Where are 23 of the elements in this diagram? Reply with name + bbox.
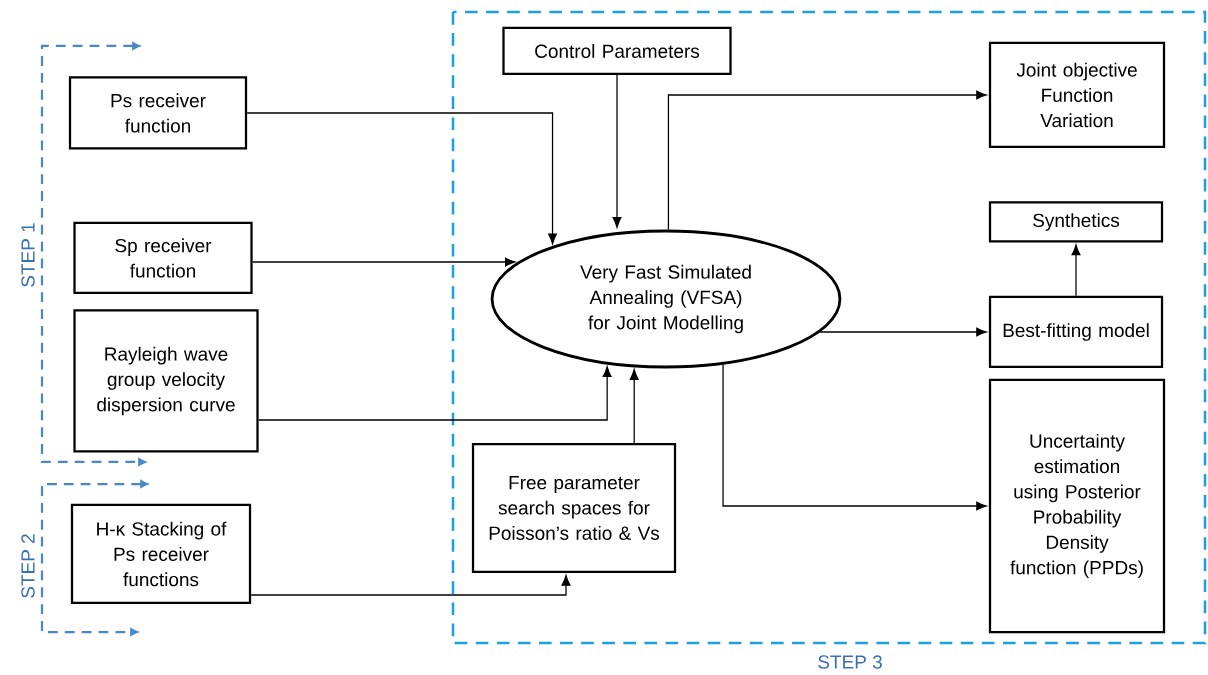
arrow <box>250 575 571 596</box>
process-box: Joint objective Function Variation <box>988 41 1166 149</box>
arrow <box>629 369 639 444</box>
process-box: Free parameter search spaces for Poisson’s ratio & Vs <box>471 442 677 574</box>
process-box: Sp receiver function <box>73 221 253 295</box>
arrow <box>246 112 557 245</box>
process-box: Best-fitting model <box>988 295 1164 369</box>
process-box: Uncertainty estimation using Posterior Probability Density function (PPDs) <box>988 378 1166 634</box>
step-label: STEP 3 <box>818 655 882 669</box>
process-box: Control Parameters <box>502 26 732 76</box>
process-box: H-κ Stacking of Ps receiver functions <box>70 503 252 605</box>
process-box: Ps receiver function <box>68 76 248 150</box>
arrow <box>258 366 612 421</box>
arrow <box>819 327 987 337</box>
arrow <box>1071 244 1081 297</box>
process-box: Rayleigh wave group velocity dispersion curve <box>73 309 259 453</box>
arrow <box>667 90 987 231</box>
arrow <box>252 257 516 267</box>
step-label: STEP 2 <box>21 534 35 598</box>
arrow <box>722 364 987 511</box>
arrow <box>612 74 622 228</box>
step-label: STEP 1 <box>21 223 35 287</box>
process-box: Synthetics <box>988 201 1164 243</box>
